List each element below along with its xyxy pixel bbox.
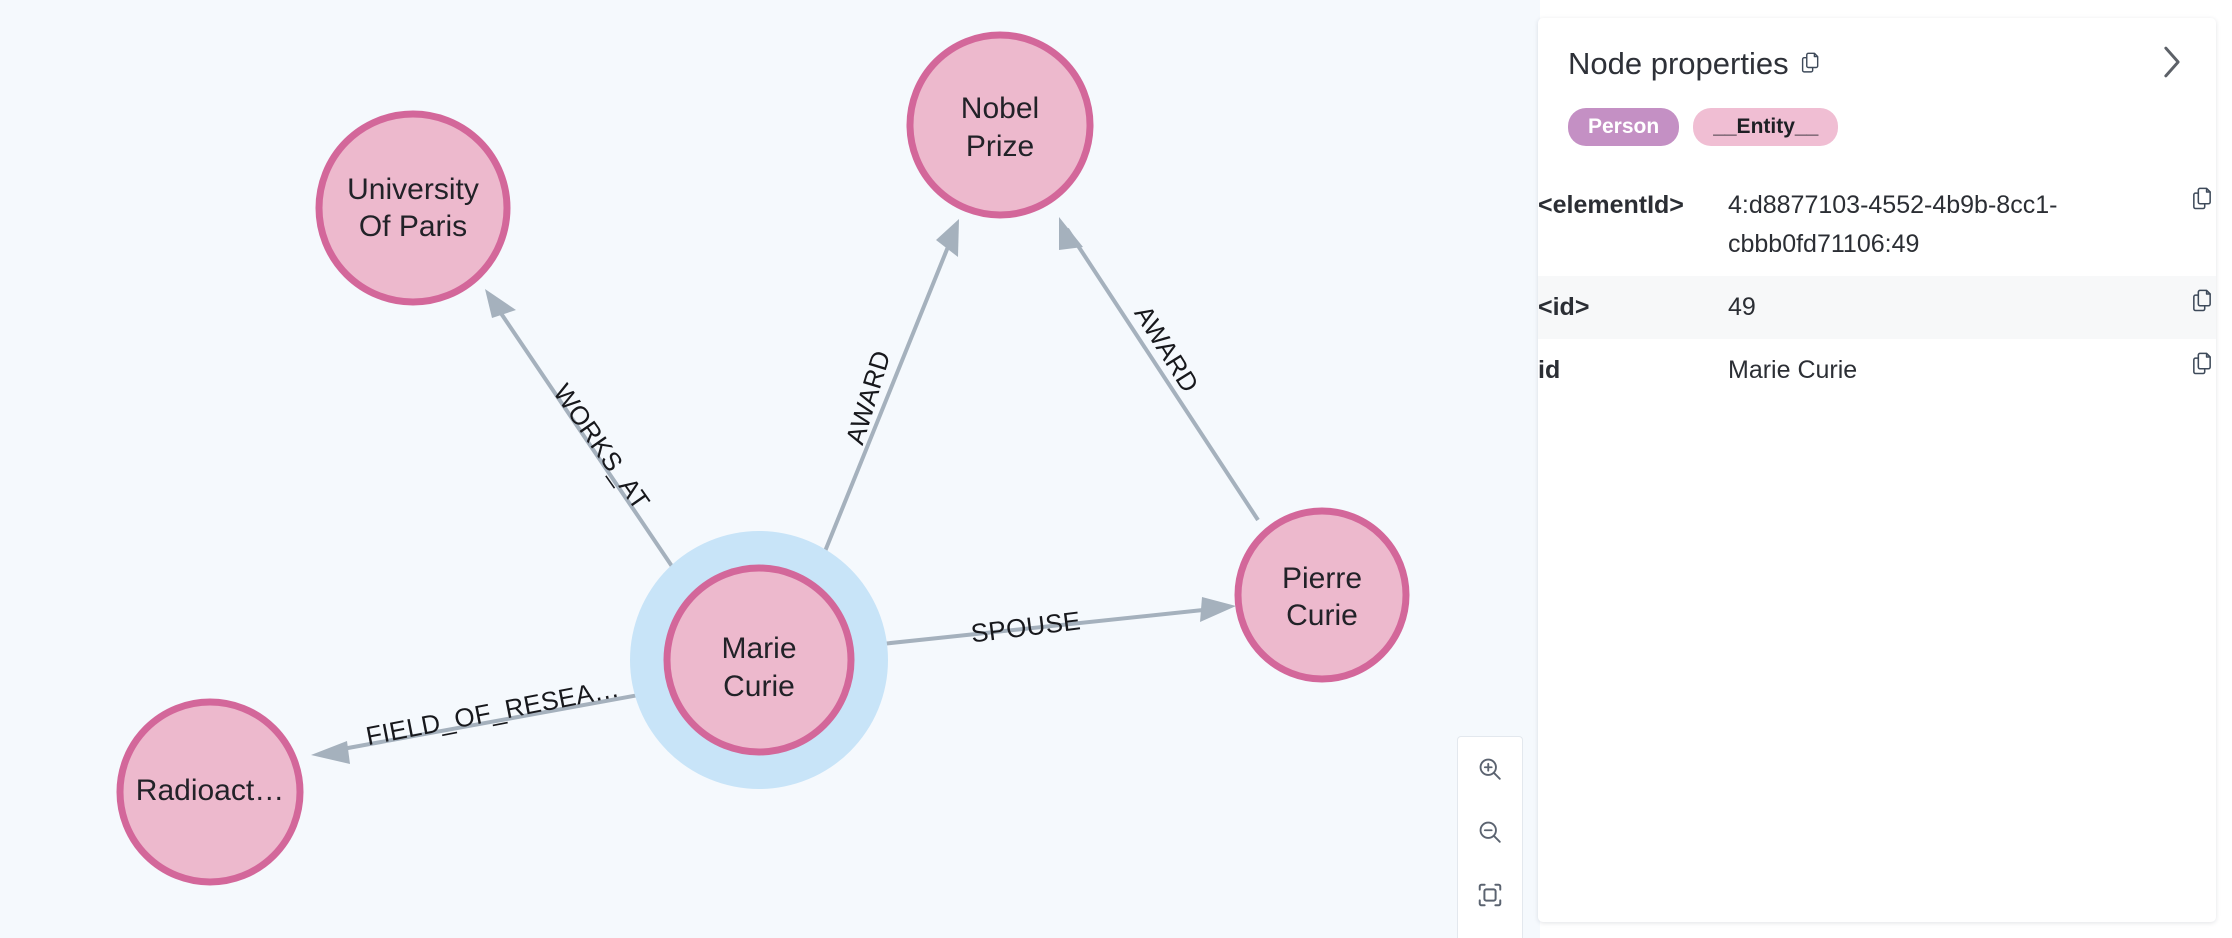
property-copy-cell (2136, 174, 2216, 276)
node-university-of-paris[interactable]: University Of Paris (315, 110, 511, 306)
relationship-label-field-of-research: FIELD_OF_RESEA… (363, 673, 621, 752)
node-shape[interactable] (906, 31, 1094, 219)
zoom-controls (1457, 736, 1523, 938)
node-labels-chip-group: Person __Entity__ (1538, 82, 2216, 146)
relationship-arrowhead (1059, 217, 1083, 250)
chevron-right-icon (2164, 46, 2180, 78)
node-label-chip-person[interactable]: Person (1568, 108, 1680, 146)
fit-to-screen-button[interactable] (1458, 863, 1522, 926)
relationship-arrowhead (485, 289, 516, 318)
relationship-award-marie[interactable] (811, 219, 959, 582)
node-label: Radioact… (136, 774, 284, 807)
node-shape[interactable] (315, 110, 511, 306)
relationship-label-works-at: WORKS_AT (547, 378, 656, 515)
relationship-line (325, 688, 667, 754)
node-label-line1: Marie (721, 632, 796, 665)
property-value: Marie Curie (1728, 356, 1858, 384)
zoom-out-icon (1479, 821, 1501, 843)
table-row: <id> 49 (1538, 276, 2216, 339)
relationship-award-pierre[interactable] (1059, 217, 1260, 522)
zoom-out-button[interactable] (1458, 800, 1522, 863)
property-value: 49 (1728, 293, 1756, 321)
graph-visualization[interactable]: WORKS_AT AWARD AWARD SPOUSE FIELD_OF_RES… (0, 0, 1540, 938)
relationship-line (490, 298, 692, 595)
property-key: <elementId> (1538, 191, 1684, 219)
relationship-arrowhead (1200, 597, 1236, 622)
zoom-in-button[interactable] (1458, 737, 1522, 800)
relationship-field-of-research[interactable] (311, 688, 667, 764)
copy-all-properties-button[interactable] (1801, 52, 1823, 76)
relationship-line (852, 606, 1223, 649)
node-properties-table: <elementId> 4:d8877103-4552-4b9b-8cc1-cb… (1538, 174, 2216, 402)
relationship-line (811, 231, 956, 582)
fit-to-screen-icon (1478, 883, 1502, 906)
panel-title: Node properties (1568, 46, 1789, 81)
property-copy-cell (2136, 339, 2216, 402)
node-label-chip-entity[interactable]: __Entity__ (1693, 108, 1839, 146)
node-properties-panel: Node properties Person __Entity__ (1538, 18, 2216, 922)
panel-header: Node properties (1538, 18, 2216, 82)
node-shape[interactable] (116, 698, 304, 886)
node-label-line1: Nobel (961, 92, 1039, 125)
copy-icon (1801, 52, 1818, 73)
relationship-label-spouse: SPOUSE (969, 605, 1082, 648)
table-row: id Marie Curie (1538, 339, 2216, 402)
property-key: <id> (1538, 293, 1590, 321)
node-label-line2: Curie (723, 670, 795, 703)
relationship-spouse[interactable] (852, 597, 1236, 649)
node-shape[interactable] (1234, 507, 1410, 683)
zoom-in-icon (1479, 758, 1501, 780)
graph-nodes: University Of Paris Nobel Prize Pierre C… (116, 31, 1410, 886)
node-shape[interactable] (663, 564, 855, 756)
copy-value-button[interactable] (2192, 288, 2216, 327)
graph-canvas[interactable]: WORKS_AT AWARD AWARD SPOUSE FIELD_OF_RES… (0, 0, 1540, 938)
relationship-line (1065, 227, 1260, 522)
node-nobel-prize[interactable]: Nobel Prize (906, 31, 1094, 219)
relationship-arrowhead (311, 741, 350, 764)
node-marie-curie[interactable]: Marie Curie (630, 531, 888, 789)
table-row: <elementId> 4:d8877103-4552-4b9b-8cc1-cb… (1538, 174, 2216, 276)
property-value: 4:d8877103-4552-4b9b-8cc1-cbbb0fd71106:4… (1728, 191, 2058, 258)
node-label-line1: University (347, 173, 479, 206)
node-pierre-curie[interactable]: Pierre Curie (1234, 507, 1410, 683)
node-label-line2: Curie (1286, 599, 1358, 632)
copy-value-button[interactable] (2192, 351, 2216, 390)
node-label-line2: Prize (966, 130, 1034, 163)
node-radioactivity[interactable]: Radioact… (116, 698, 304, 886)
property-copy-cell (2136, 276, 2216, 339)
copy-icon (2193, 289, 2211, 312)
property-key: id (1538, 356, 1561, 384)
node-label-line2: Of Paris (359, 210, 467, 243)
copy-icon (2193, 352, 2211, 375)
relationship-arrowhead (936, 219, 959, 257)
copy-value-button[interactable] (2192, 186, 2216, 225)
relationship-edges (311, 217, 1260, 764)
relationship-works-at[interactable] (485, 289, 692, 595)
copy-icon (2193, 187, 2211, 210)
node-label-line1: Pierre (1282, 562, 1362, 595)
close-panel-button[interactable] (2152, 42, 2192, 82)
